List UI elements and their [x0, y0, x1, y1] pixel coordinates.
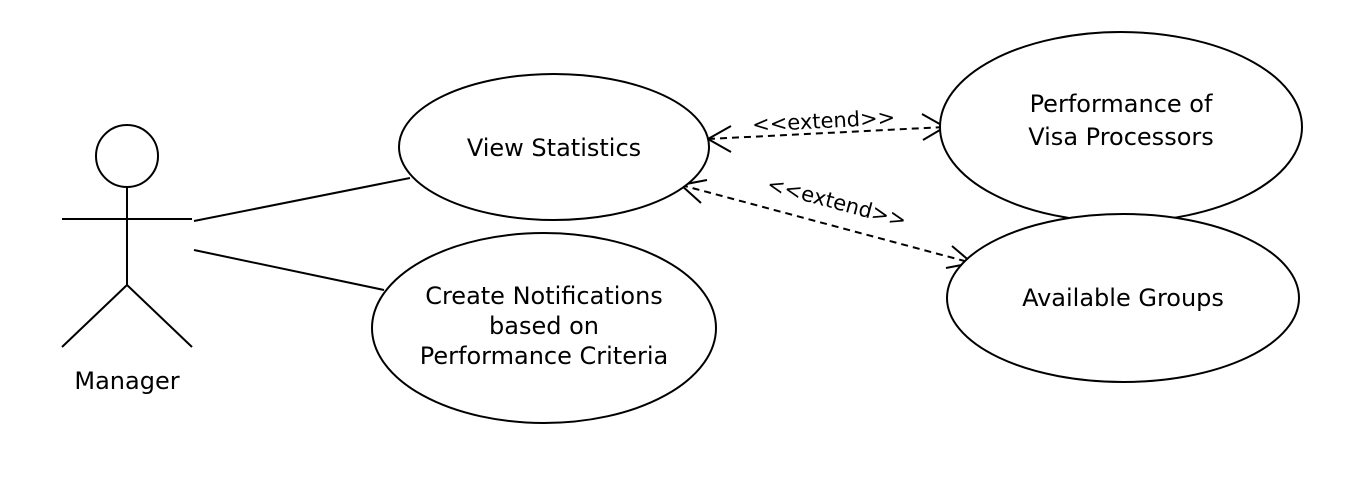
actor-right-leg — [126, 284, 193, 348]
use-case-label-line-1: Create Notifications — [425, 282, 663, 310]
use-case-available-groups: Available Groups — [946, 213, 1300, 383]
actor-label: Manager — [74, 367, 179, 395]
extend-line-bottom — [680, 184, 973, 264]
association-view-statistics — [193, 177, 411, 222]
use-case-label: View Statistics — [467, 134, 641, 162]
use-case-label-line-2: Visa Processors — [1028, 123, 1214, 151]
use-case-create-notifications: Create Notifications based on Performanc… — [371, 232, 717, 424]
use-case-label-line-3: Performance Criteria — [420, 342, 668, 370]
use-case-view-statistics: View Statistics — [398, 73, 710, 221]
extend-line-top — [707, 126, 946, 140]
extend-relation-groups: <<extend>> — [678, 172, 975, 269]
use-case-label-line-2: based on — [489, 312, 599, 340]
actor-head — [95, 124, 159, 188]
use-case-label: Available Groups — [1022, 284, 1224, 312]
actor-left-leg — [61, 284, 128, 348]
extend-label-top: <<extend>> — [752, 105, 896, 136]
association-create-notifications — [193, 249, 385, 291]
use-case-ellipse — [371, 232, 717, 424]
use-case-ellipse — [398, 73, 710, 221]
actor-manager: Manager — [61, 124, 193, 395]
use-case-ellipse — [946, 213, 1300, 383]
extend-label-bottom: <<extend>> — [765, 172, 909, 232]
use-case-label-line-1: Performance of — [1030, 90, 1213, 118]
use-case-performance-visa-processors: Performance of Visa Processors — [939, 31, 1303, 223]
extend-relation-performance: <<extend>> — [705, 105, 947, 153]
